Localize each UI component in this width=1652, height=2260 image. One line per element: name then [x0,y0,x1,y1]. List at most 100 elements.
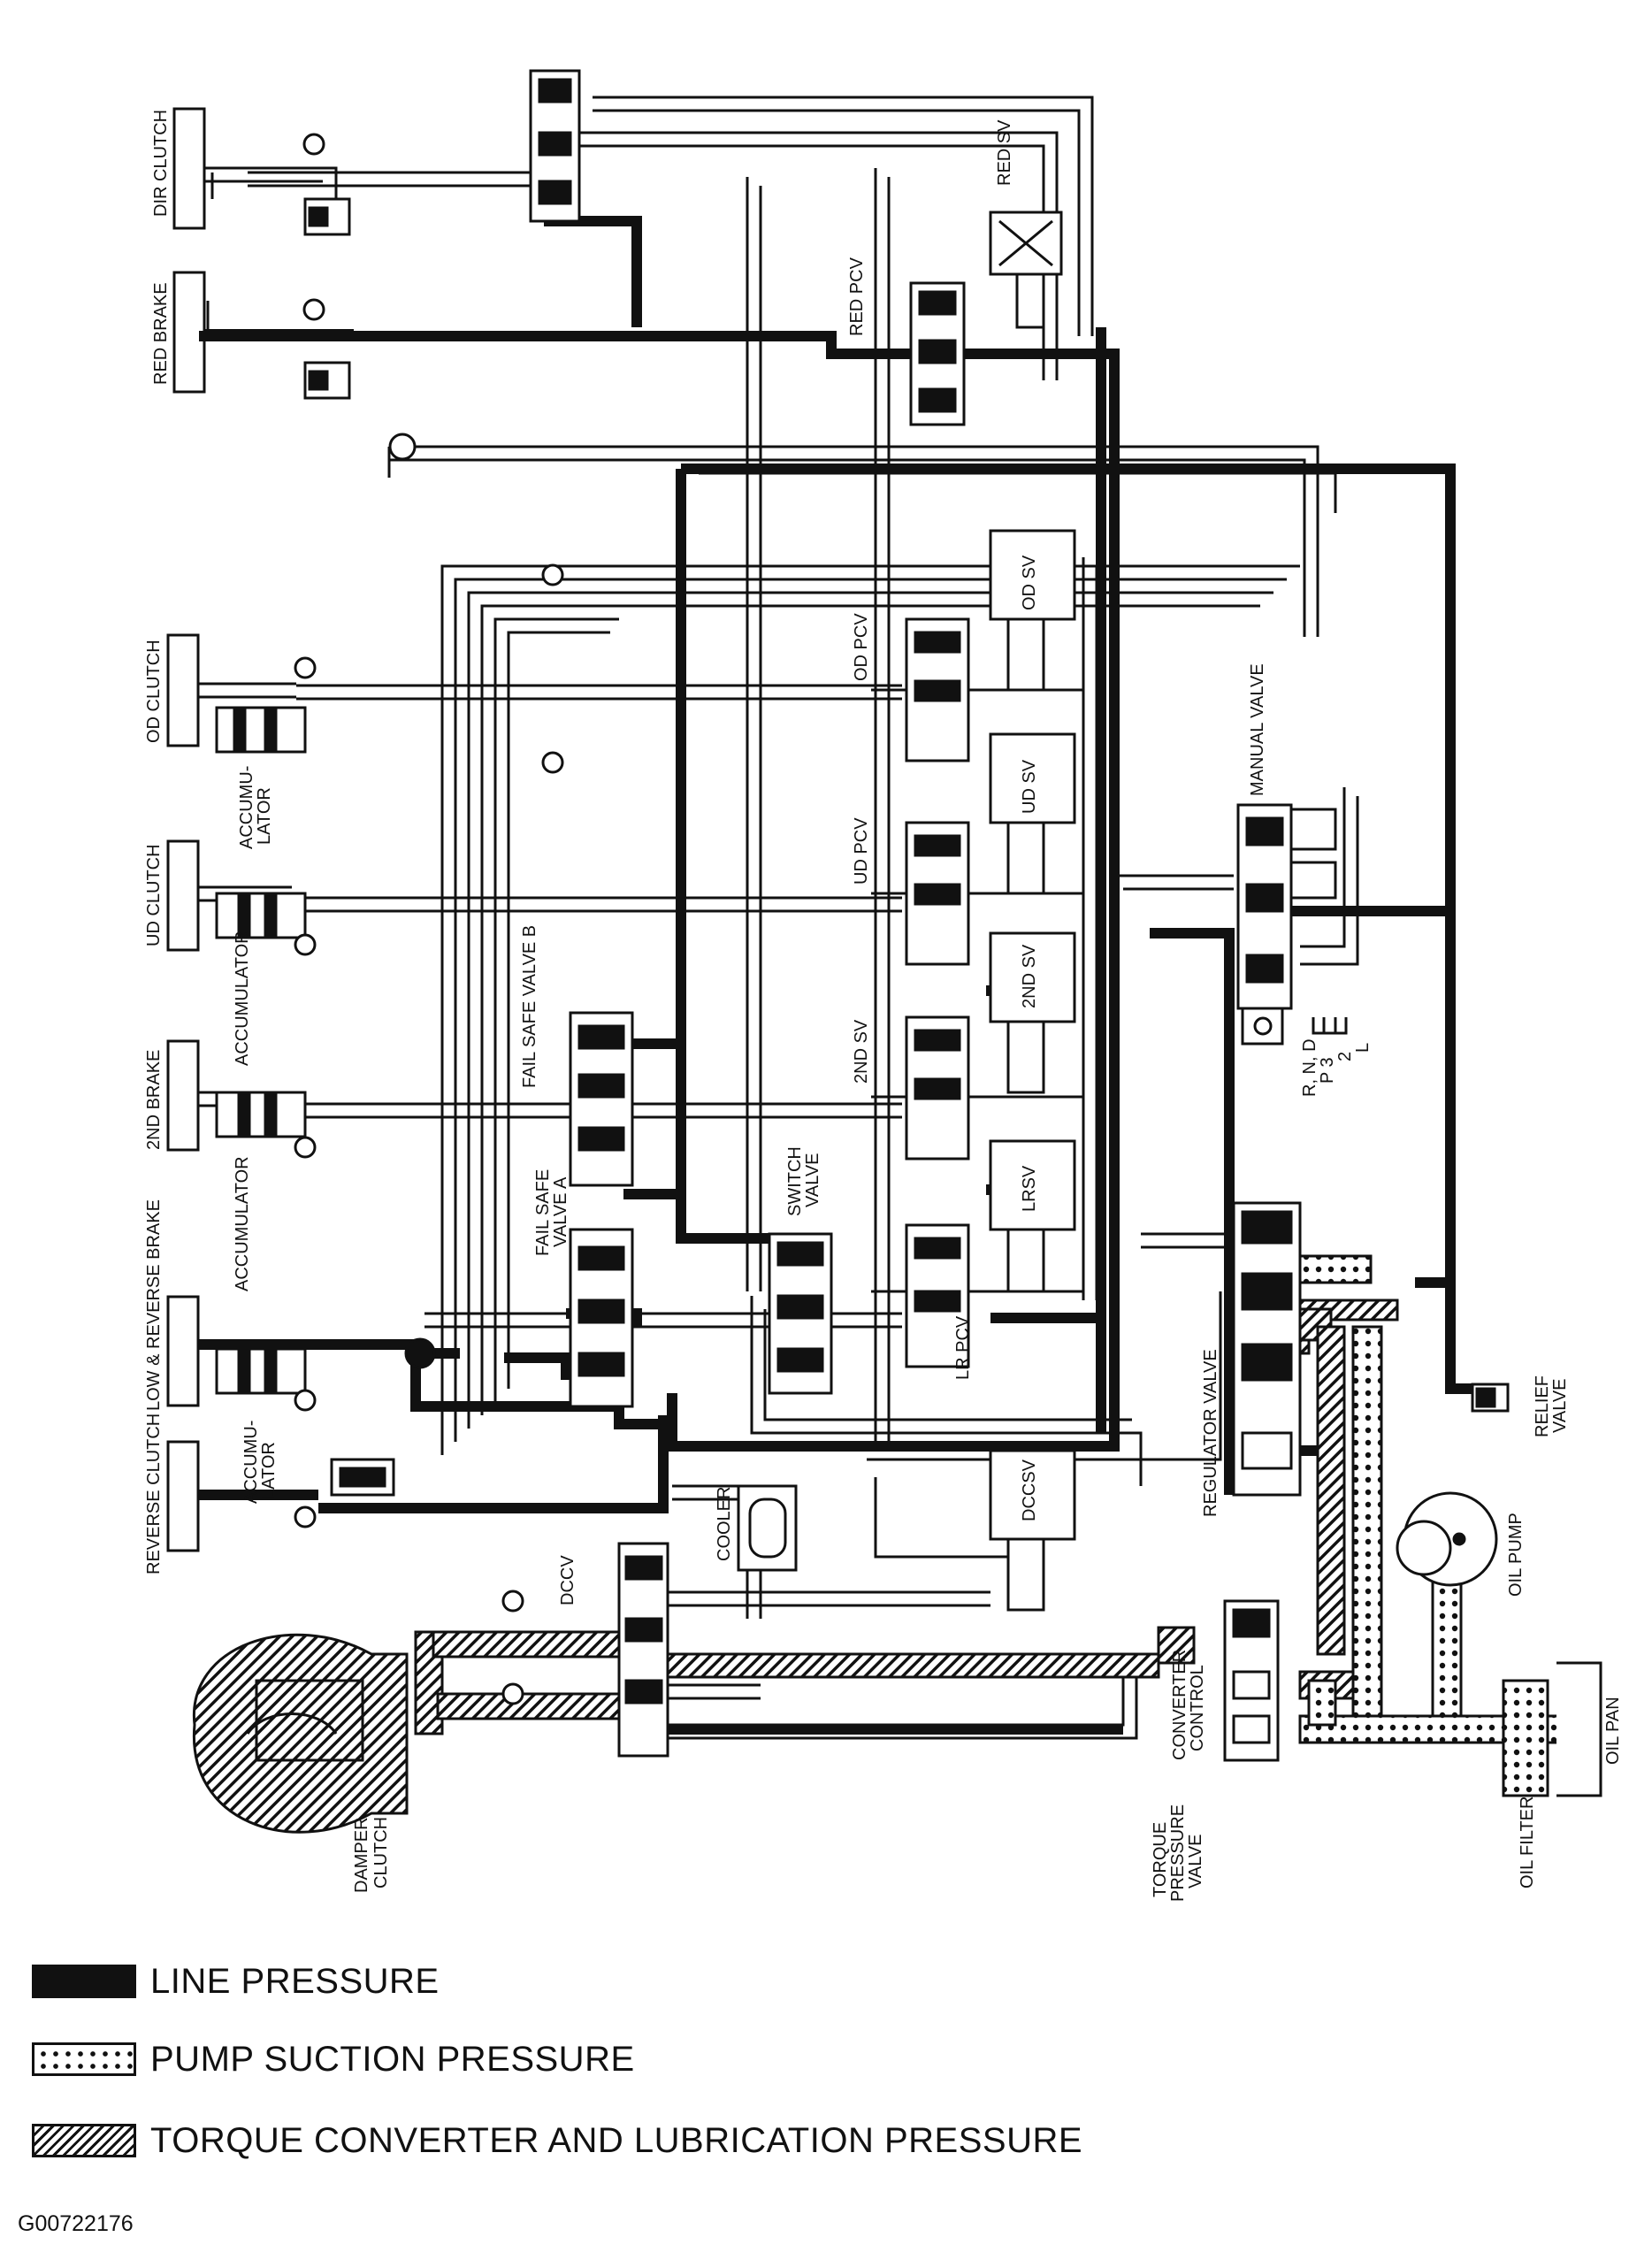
accumulator-dir [303,197,351,236]
od-pcv-valve [905,617,970,762]
torque-pressure-valve [1223,1599,1280,1762]
accumulator-reverse [330,1458,395,1497]
label-cooler: COOLER [715,1487,734,1561]
relief-valve [1471,1383,1510,1413]
label-2nd-sv-b: 2ND SV [1020,944,1039,1008]
label-fail-safe-valve-b: FAIL SAFE VALVE B [520,925,539,1088]
label-oil-pan: OIL PAN [1603,1697,1623,1765]
lrsv-solenoid [989,1139,1076,1293]
label-manual-valve: MANUAL VALVE [1248,663,1267,796]
red-sv-solenoid [989,211,1063,329]
line-pressure-swatch [32,1965,136,1998]
label-gear-1: R, N, D [1300,1038,1319,1097]
top-shift-valve [529,69,581,223]
oil-filter [1502,1679,1549,1797]
gear-indicator [1312,1017,1348,1035]
label-fail-safe-valve-a-2: VALVE A [551,1176,570,1247]
label-dir-clutch: DIR CLUTCH [151,110,171,217]
label-oil-filter: OIL FILTER [1518,1797,1537,1888]
label-reverse-clutch: REVERSE CLUTCH [144,1413,164,1574]
reverse-clutch-box [166,1440,200,1552]
low-reverse-brake-box [166,1295,200,1407]
label-damper-1: DAMPER [352,1817,371,1893]
2nd-sv-solenoid [989,931,1076,1094]
legend-pump-suction: PUMP SUCTION PRESSURE [32,2040,635,2079]
label-od-pcv: OD PCV [852,613,871,681]
fail-safe-valve-a [569,1228,634,1408]
label-relief-valve-1: RELIEF [1533,1375,1552,1437]
accumulator-low-reverse [215,1347,307,1395]
label-red-sv: RED SV [995,119,1014,186]
label-switch-valve-2: VALVE [803,1153,822,1207]
label-dccsv: DCCSV [1020,1459,1039,1521]
pump-suction-swatch [32,2042,136,2076]
fail-safe-valve-b [569,1011,634,1187]
dccsv-solenoid [989,1449,1076,1612]
ud-pcv-valve [905,821,970,966]
label-accumulator-od-2: LATOR [255,787,274,845]
ud-clutch-box [166,839,200,952]
pump-suction-passages [1289,1254,1567,1744]
accumulator-ud [215,892,307,939]
oil-pan [1556,1661,1602,1797]
legend-torque-converter-label: TORQUE CONVERTER AND LUBRICATION PRESSUR… [150,2120,1083,2160]
label-switch-valve-1: SWITCH [785,1146,805,1216]
switch-valve [768,1232,833,1395]
label-fail-safe-valve-a-1: FAIL SAFE [533,1169,553,1256]
label-regulator-valve: REGULATOR VALVE [1201,1349,1220,1517]
dccv-valve [617,1542,669,1758]
oil-pump [1396,1491,1498,1587]
label-accumulator-rev-1: ACCUMU- [241,1421,261,1504]
legend-torque-converter: TORQUE CONVERTER AND LUBRICATION PRESSUR… [32,2121,1082,2160]
label-torque-pressure-3: VALVE [1186,1834,1205,1888]
label-torque-pressure-1: TORQUE [1151,1822,1170,1897]
label-red-brake: RED BRAKE [151,282,171,385]
legend-line-pressure: LINE PRESSURE [32,1962,440,2001]
regulator-valve [1232,1201,1302,1497]
label-2nd-brake: 2ND BRAKE [144,1050,164,1150]
valves [192,69,1602,1834]
red-pcv-valve [909,281,966,426]
torque-converter-passages [414,1299,1399,1735]
dir-clutch-box [172,107,206,230]
label-ud-pcv: UD PCV [852,817,871,885]
label-gear-3: 2 [1335,1052,1355,1061]
accumulator-2nd [215,1091,307,1138]
label-accumulator-rev-2: LATOR [259,1442,279,1499]
label-gear-4: L [1353,1043,1373,1053]
label-gear-2: P 3 [1318,1057,1337,1084]
2nd-pcv-valve [905,1015,970,1161]
label-ud-clutch: UD CLUTCH [144,844,164,946]
label-2nd-sv-a: 2ND SV [852,1019,871,1084]
clutch-boxes [166,107,206,1552]
damper-clutch [192,1633,409,1834]
manual-valve [1236,803,1337,1046]
legend-line-pressure-label: LINE PRESSURE [150,1961,440,2001]
label-damper-2: CLUTCH [371,1817,391,1888]
label-dccv: DCCV [558,1555,577,1605]
label-oil-pump: OIL PUMP [1506,1513,1526,1597]
label-accumulator-2nd: ACCUMULATOR [233,1156,252,1291]
legend-pump-suction-label: PUMP SUCTION PRESSURE [150,2039,635,2079]
label-converter-control-1: CONVERTER [1170,1650,1189,1760]
accumulator-od [215,706,307,754]
ud-sv-solenoid [989,732,1076,895]
component-labels: DIR CLUTCH RED BRAKE OD CLUTCH UD CLUTCH… [144,110,1623,1902]
label-ud-sv: UD SV [1020,759,1039,814]
accumulator-red [303,361,351,400]
cooler [737,1484,798,1572]
figure-code: G00722176 [18,2211,134,2236]
2nd-brake-box [166,1039,200,1152]
lr-pcv-valve [905,1223,970,1368]
label-lr-pcv: LR PCV [953,1315,973,1380]
label-relief-valve-2: VALVE [1550,1378,1570,1433]
clutch-line-pressure [198,329,416,1500]
label-od-clutch: OD CLUTCH [144,640,164,743]
accumulators [215,197,395,1497]
label-lrsv: LRSV [1020,1165,1039,1212]
label-torque-pressure-2: PRESSURE [1168,1804,1188,1902]
label-red-pcv: RED PCV [847,257,867,336]
check-balls [294,133,564,1705]
label-od-sv: OD SV [1020,555,1039,610]
